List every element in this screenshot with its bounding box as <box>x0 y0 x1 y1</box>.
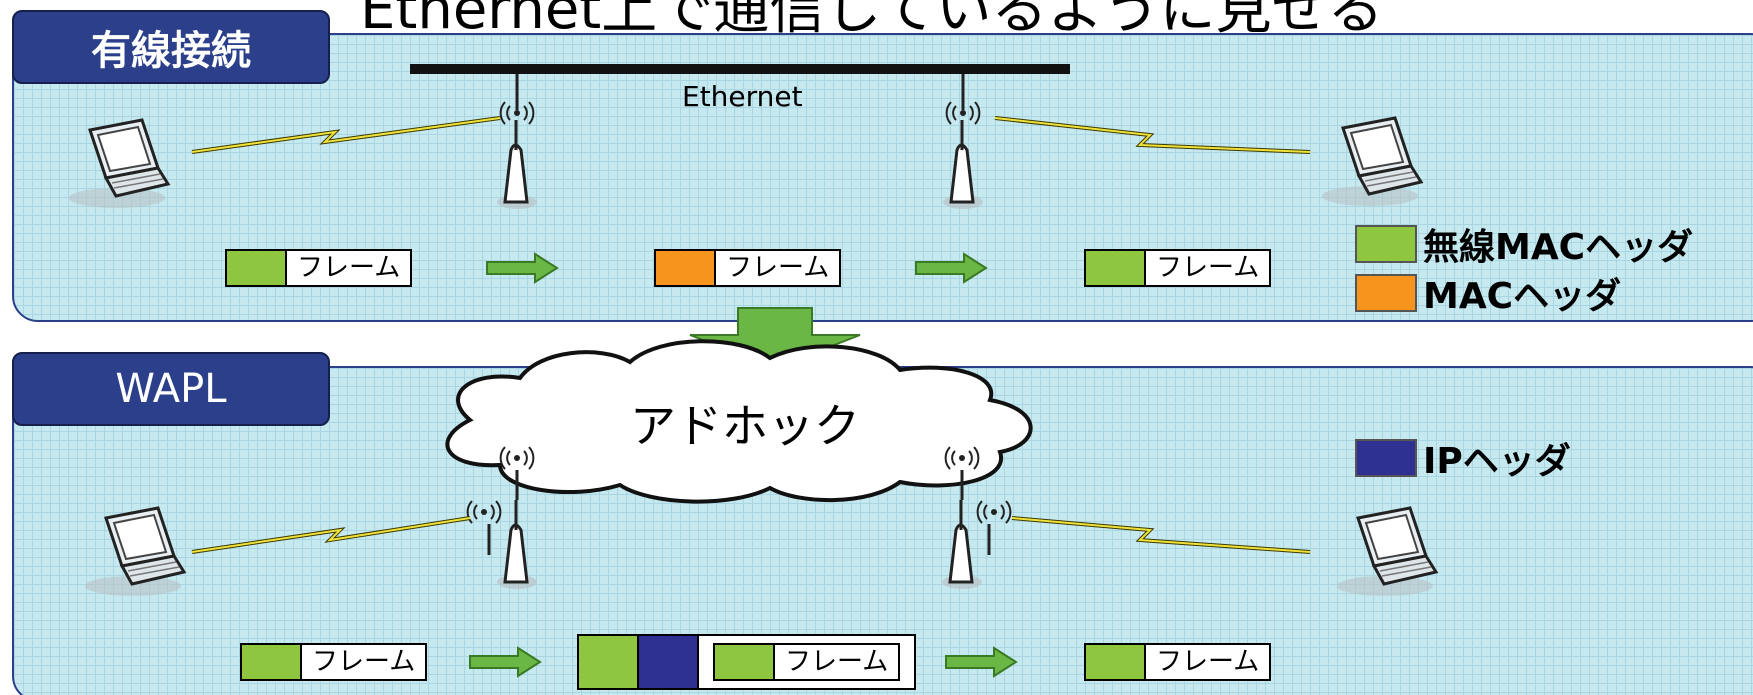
ethernet-bus <box>410 64 1070 74</box>
legend-item: MACヘッダ <box>1355 267 1621 319</box>
wireless-link <box>1011 516 1311 554</box>
mac-header <box>656 251 716 285</box>
flow-arrow <box>486 253 558 283</box>
frame-label: フレーム <box>1156 647 1260 677</box>
wireless-waves-icon <box>976 500 1012 524</box>
legend-label: MACヘッダ <box>1423 276 1622 317</box>
laptop-icon <box>83 506 186 598</box>
frame-label: フレーム <box>312 647 416 677</box>
wireless-mac-header <box>579 636 639 688</box>
frame-wireless-mac: フレーム <box>1084 249 1272 287</box>
laptop-icon <box>67 118 170 210</box>
wireless-mac-header <box>715 645 775 679</box>
inner-frame-wrap: フレーム <box>699 636 914 688</box>
frame-label: フレーム <box>1156 253 1260 283</box>
frame-encapsulated: フレーム <box>577 634 917 690</box>
wireless-link <box>191 516 471 554</box>
flow-arrow <box>469 647 541 677</box>
wired-panel-tab: 有線接続 <box>12 10 330 84</box>
legend-swatch <box>1355 225 1417 263</box>
wapl-panel-tab: WAPL <box>12 352 330 426</box>
legend-label: IPヘッダ <box>1423 441 1571 482</box>
legend-label: 無線MACヘッダ <box>1423 227 1694 268</box>
frame-wireless-mac: フレーム <box>240 643 428 681</box>
access-point-icon <box>495 118 539 211</box>
legend-item: 無線MACヘッダ <box>1355 218 1693 270</box>
legend-swatch <box>1355 274 1417 312</box>
wireless-waves-icon <box>466 500 502 524</box>
frame-inner: フレーム <box>713 643 901 681</box>
adhoc-cloud-label: アドホック <box>630 399 860 453</box>
wireless-mac-header <box>1086 251 1146 285</box>
laptop-icon <box>1320 116 1423 208</box>
ethernet-label: Ethernet <box>682 80 803 113</box>
wireless-link <box>191 116 501 154</box>
wireless-mac-header <box>227 251 287 285</box>
ip-header <box>639 636 699 688</box>
frame-mac: フレーム <box>654 249 842 287</box>
access-point-icon <box>941 118 985 211</box>
legend-swatch <box>1355 439 1417 477</box>
frame-wireless-mac: フレーム <box>1084 643 1272 681</box>
legend-item: IPヘッダ <box>1355 432 1571 484</box>
frame-label: フレーム <box>726 253 830 283</box>
frame-wireless-mac: フレーム <box>225 249 413 287</box>
flow-arrow <box>945 647 1017 677</box>
wireless-mac-header <box>242 645 302 679</box>
laptop-icon <box>1335 506 1438 598</box>
frame-label: フレーム <box>297 253 401 283</box>
wireless-mac-header <box>1086 645 1146 679</box>
flow-arrow <box>915 253 987 283</box>
access-point-icon <box>495 498 539 591</box>
adhoc-cloud <box>445 339 1033 504</box>
frame-label: フレーム <box>785 647 889 677</box>
access-point-icon <box>940 498 984 591</box>
